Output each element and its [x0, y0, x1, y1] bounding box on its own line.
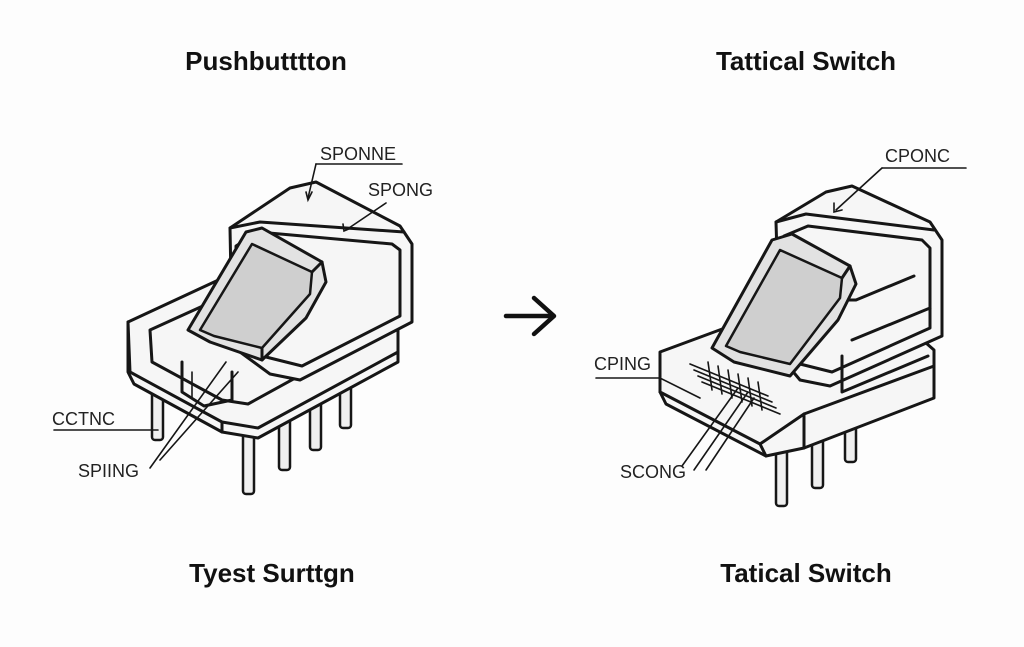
rocker-top [724, 248, 844, 366]
title-pushbutton: Pushbutttton [185, 46, 347, 76]
label-cponc: CPONC [885, 146, 950, 166]
leader-line [705, 397, 755, 471]
leader-line [149, 361, 227, 469]
leader-arrow [833, 202, 843, 214]
title-tactical-switch-top: Tattical Switch [715, 46, 897, 76]
label-cctnc: CCTNC [52, 409, 115, 429]
arrow-icon [503, 295, 557, 337]
slot [180, 360, 234, 408]
label-sponne: SPONNE [320, 144, 396, 164]
leader-line [595, 377, 701, 399]
leader-line [835, 167, 883, 211]
title-test-switch: Tyest Surttgn [189, 558, 355, 588]
contact-tick [727, 369, 733, 399]
label-spiing: SPIING [78, 461, 139, 481]
rocker-top [198, 242, 314, 350]
contact-tick [717, 365, 723, 395]
contact-tick [757, 381, 763, 411]
leader-arrow [305, 191, 313, 203]
leader-line [159, 371, 239, 461]
label-spong: SPONG [368, 180, 433, 200]
leader-arrow [342, 223, 352, 233]
rocker-edge [840, 264, 852, 280]
leader-line [307, 163, 317, 199]
housing-edge [228, 220, 406, 234]
side-rail [840, 354, 930, 394]
label-scong: SCONG [620, 462, 686, 482]
leader-line [345, 202, 387, 231]
housing-edge [774, 212, 936, 232]
contact-tick [737, 373, 743, 403]
contact-tick [707, 361, 713, 391]
leader-line [693, 391, 749, 471]
rocker-edge [310, 260, 324, 274]
label-cping: CPING [594, 354, 651, 374]
base-edge [758, 412, 806, 446]
housing-detail [850, 306, 932, 342]
contact-strip [693, 369, 773, 403]
pushbutton-drawing: SPONNE SPONG CCTNC SPIING [52, 144, 433, 496]
title-tactical-switch-bottom: Tatical Switch [720, 558, 892, 588]
tactical-switch-drawing: CPONC CPING SCONG [594, 146, 967, 508]
leader-line [681, 387, 739, 467]
